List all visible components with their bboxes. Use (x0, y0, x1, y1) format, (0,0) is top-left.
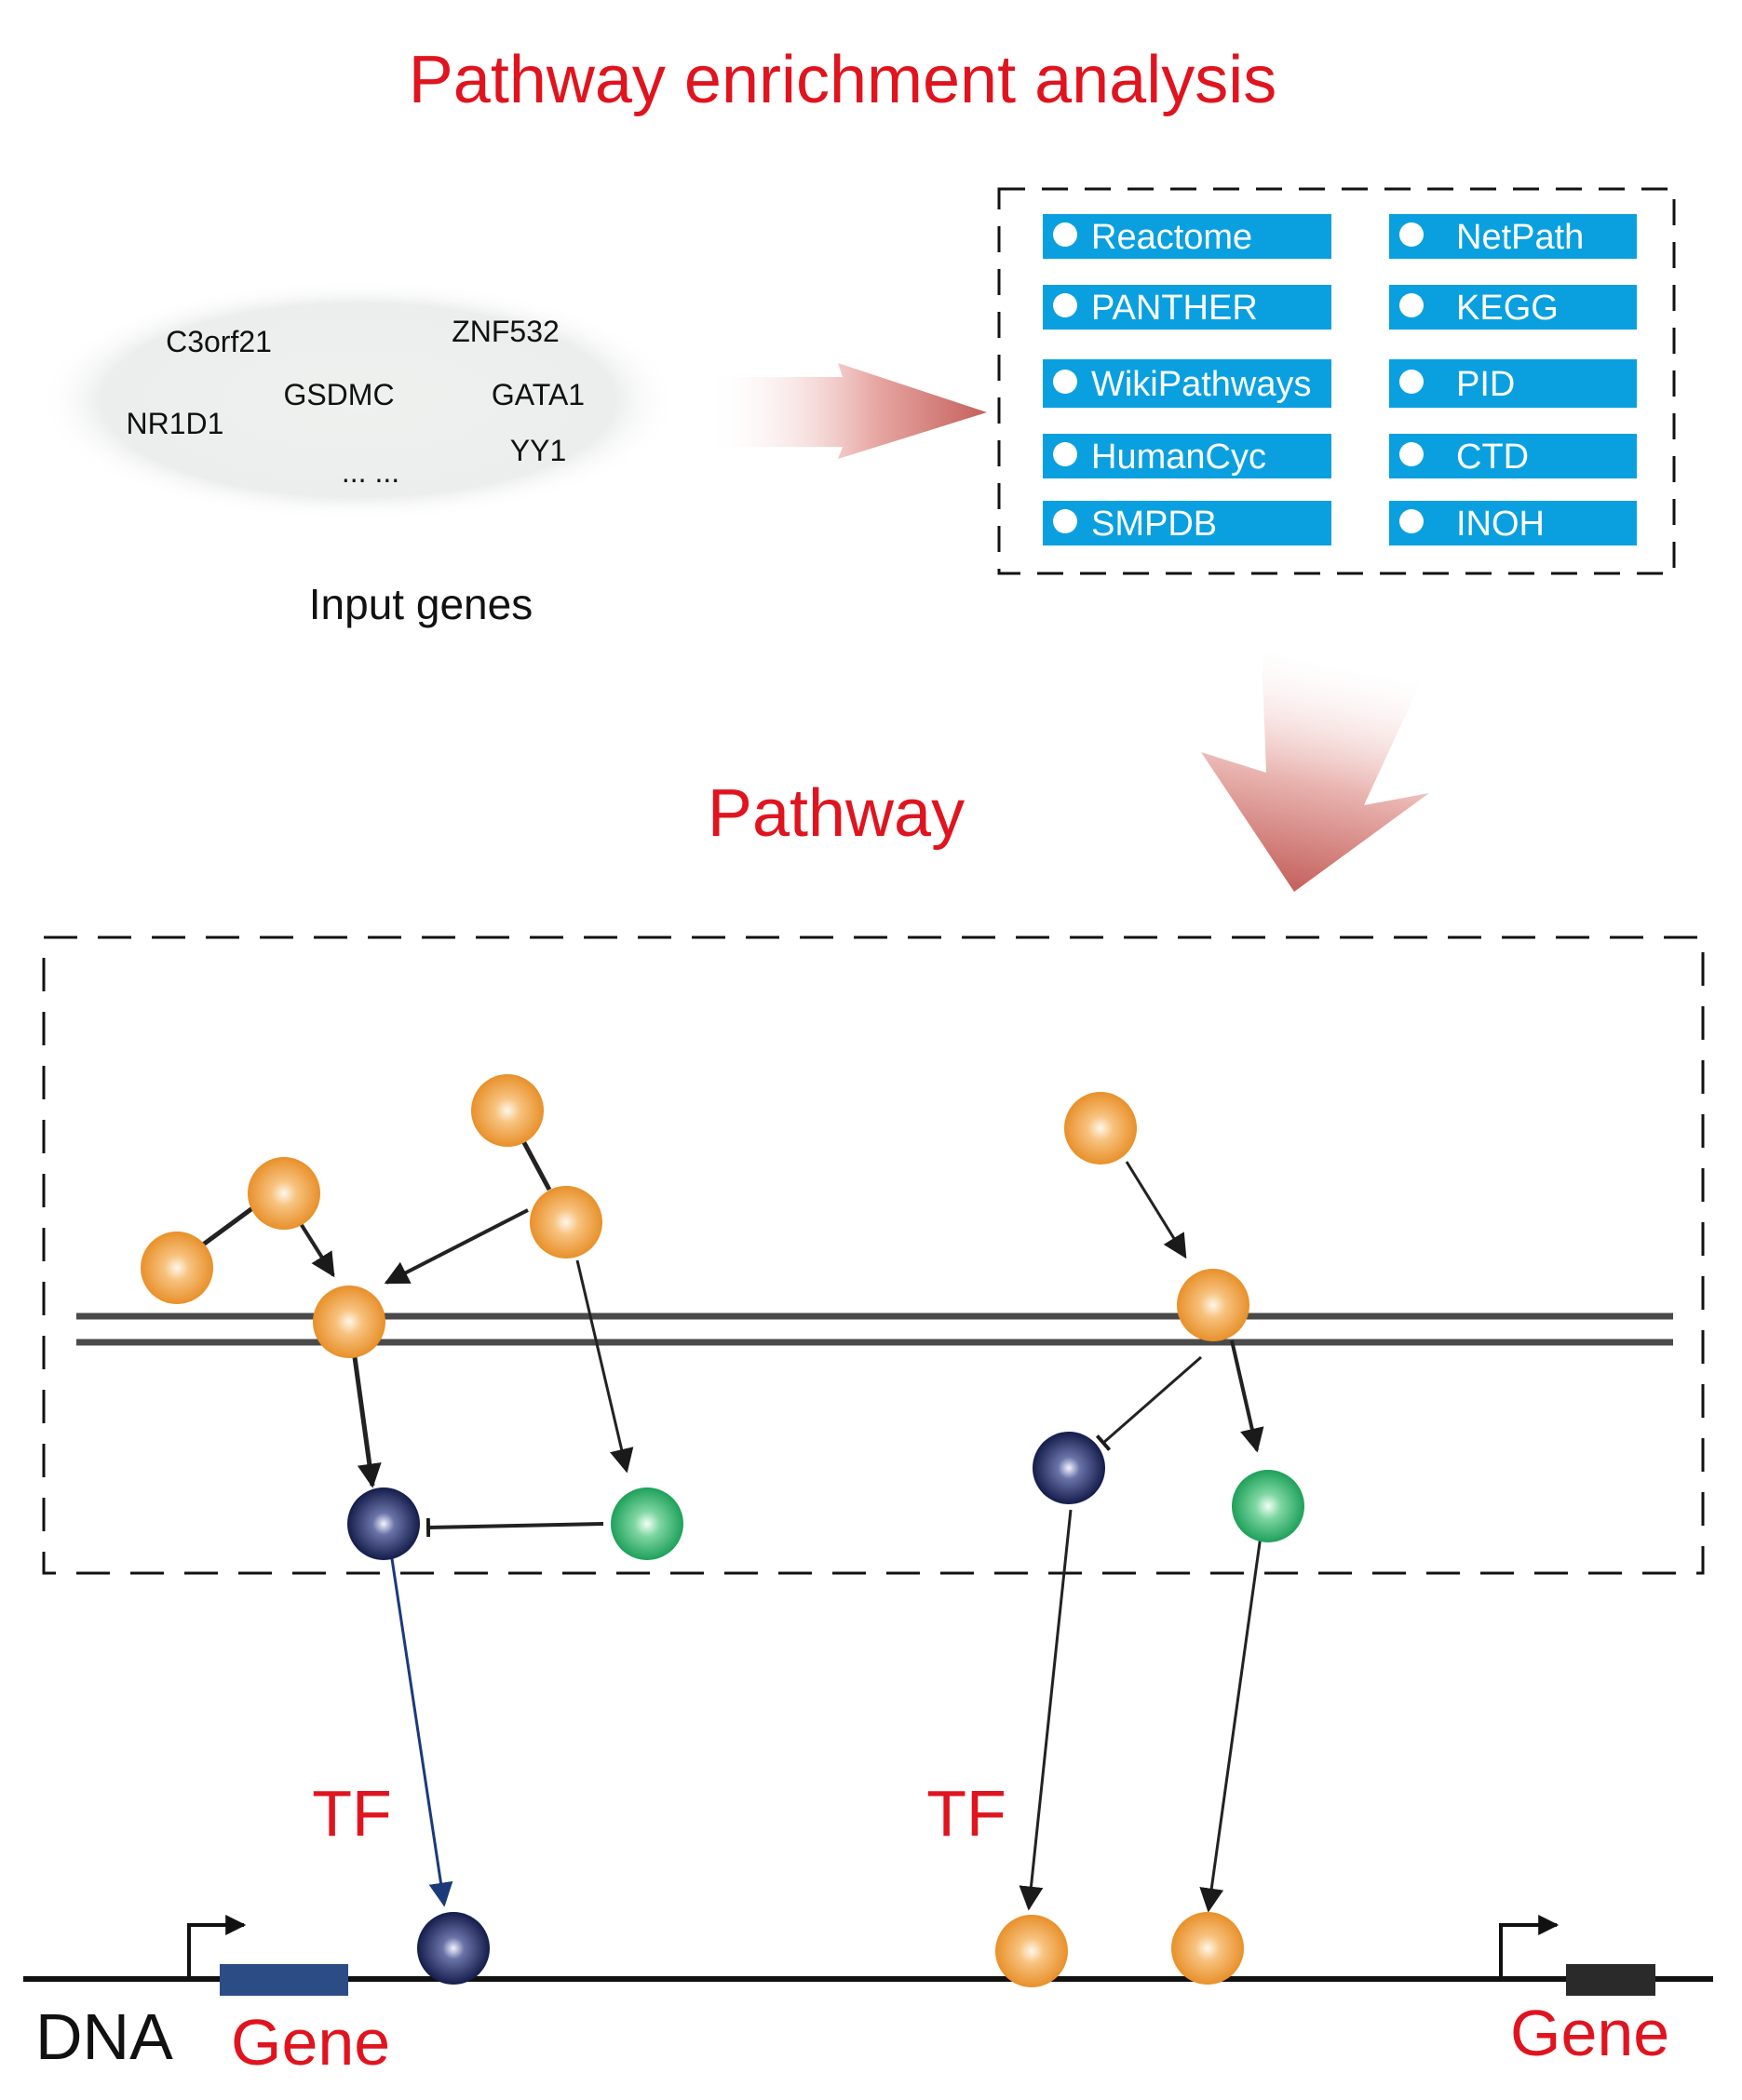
database-chip: WikiPathways (1043, 359, 1331, 408)
tf-node-navy (417, 1912, 490, 1985)
inhibit-node-g-navy (1095, 1355, 1202, 1451)
database-chip: SMPDB (1043, 501, 1331, 545)
protein-node-orange (313, 1286, 385, 1358)
database-chip-bg (1043, 359, 1331, 408)
database-chip: NetPath (1389, 214, 1637, 259)
arrow-to-pathway (1201, 652, 1429, 892)
arrow-to-databases (708, 363, 987, 459)
database-name: INOH (1456, 505, 1545, 544)
protein-node-green (611, 1488, 683, 1560)
gene-gata1: GATA1 (492, 378, 585, 411)
tf-label-right: TF (926, 1777, 1006, 1850)
gene-nr1d1: NR1D1 (127, 407, 224, 440)
gene-ellipsis: ... ... (342, 455, 399, 489)
protein-node-orange (1064, 1092, 1137, 1164)
arrow-navy-to-tf-left (389, 1552, 453, 1907)
database-chip: CTD (1389, 434, 1637, 478)
protein-node-navy (347, 1488, 420, 1560)
gene-label-left: Gene (231, 2006, 390, 2079)
tf-label-left: TF (312, 1777, 392, 1850)
bullet-dot-icon (1053, 293, 1077, 317)
bullet-dot-icon (1399, 370, 1424, 394)
bullet-dot-icon (1399, 293, 1424, 317)
database-name: KEGG (1456, 289, 1559, 328)
database-name: SMPDB (1091, 505, 1217, 544)
protein-node-orange (248, 1157, 320, 1230)
bullet-dot-icon (1399, 222, 1424, 247)
tf-node-orange (995, 1915, 1068, 1987)
promoter-arrow-right (1499, 1915, 1560, 1979)
arrow-node-g-green (1230, 1339, 1264, 1453)
arrow-node-e-node-c (384, 1208, 529, 1285)
arrow-node-e-green (575, 1259, 634, 1474)
database-chip-bg (1043, 214, 1331, 259)
gene-label-right: Gene (1510, 1997, 1669, 2069)
database-name: WikiPathways (1091, 365, 1312, 404)
gene-c3orf21: C3orf21 (166, 325, 272, 358)
gene-block-right (1566, 1964, 1655, 1996)
database-chip-bg (1389, 285, 1637, 330)
dna-label: DNA (35, 2000, 173, 2073)
database-chip: PID (1389, 359, 1637, 408)
protein-node-orange (471, 1074, 544, 1147)
database-chip: INOH (1389, 501, 1637, 545)
bullet-dot-icon (1053, 442, 1077, 466)
database-chip: KEGG (1389, 285, 1637, 330)
arrow-node-b-node-c (298, 1220, 335, 1278)
gene-block-left (220, 1964, 348, 1996)
database-name: Reactome (1091, 218, 1252, 257)
bullet-dot-icon (1053, 370, 1077, 394)
pathway-box (42, 936, 1705, 1575)
input-genes-cloud (37, 279, 680, 521)
database-chip-bg (1389, 214, 1637, 259)
gene-gsdmc: GSDMC (283, 378, 394, 411)
input-genes-caption: Input genes (309, 580, 533, 628)
database-name: NetPath (1456, 218, 1584, 257)
database-name: PANTHER (1091, 289, 1258, 328)
bullet-dot-icon (1399, 509, 1424, 533)
arrow-node-f-node-g (1125, 1161, 1187, 1259)
database-name: HumanCyc (1091, 438, 1266, 477)
protein-node-navy (1033, 1432, 1105, 1504)
promoter-arrow-left (187, 1915, 247, 1979)
bullet-dot-icon (1053, 222, 1077, 247)
gene-yy1: YY1 (510, 434, 566, 467)
database-chip: HumanCyc (1043, 434, 1331, 478)
bullet-dot-icon (1053, 509, 1077, 533)
protein-node-orange (530, 1186, 602, 1259)
protein-node-orange (141, 1232, 213, 1304)
database-name: PID (1456, 365, 1515, 404)
tf-node-orange (1171, 1912, 1244, 1985)
link-node-d-node-e (519, 1136, 552, 1191)
database-chip-bg (1043, 434, 1331, 478)
databases-box (997, 187, 1676, 575)
database-chip-bg (1043, 285, 1331, 330)
database-chip: PANTHER (1043, 285, 1331, 330)
database-chip-bg (1389, 501, 1637, 545)
bullet-dot-icon (1399, 442, 1424, 466)
database-chip-bg (1389, 434, 1637, 478)
protein-node-green (1232, 1470, 1304, 1542)
database-chip-bg (1043, 501, 1331, 545)
database-chip: Reactome (1043, 214, 1331, 259)
database-chip-bg (1389, 359, 1637, 408)
pathway-heading: Pathway (708, 776, 965, 851)
arrow-node-c-navy (352, 1356, 382, 1488)
arrow-navy-to-tf-right (1019, 1509, 1073, 1911)
database-name: CTD (1456, 438, 1529, 477)
arrow-green-to-tf-right (1199, 1535, 1263, 1913)
gene-znf532: ZNF532 (452, 315, 560, 348)
page-title: Pathway enrichment analysis (409, 43, 1276, 117)
protein-node-orange (1177, 1269, 1249, 1341)
inhibit-green-navy (425, 1517, 604, 1538)
